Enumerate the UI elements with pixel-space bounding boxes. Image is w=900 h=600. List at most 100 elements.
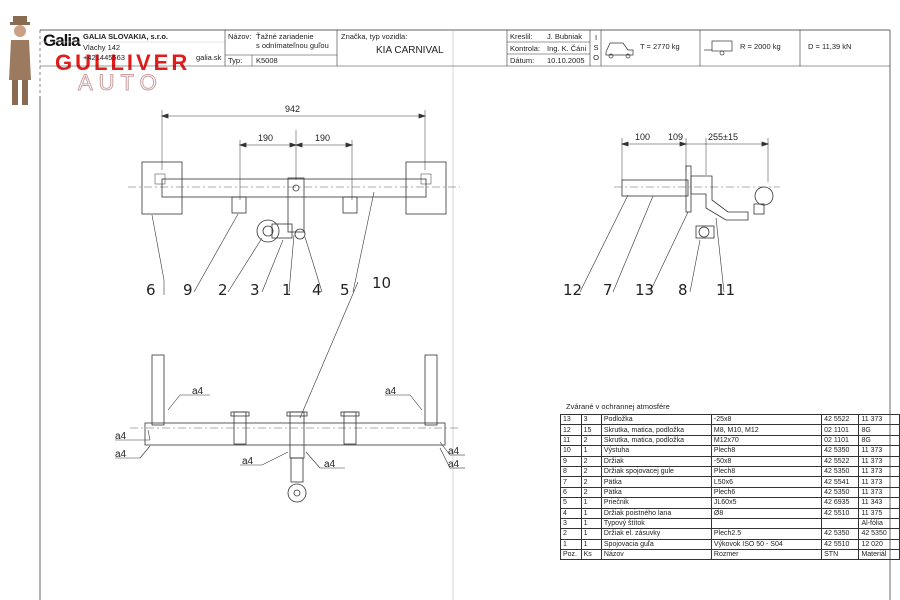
callout-3: 3 [250, 281, 260, 299]
bom-cell: Držiak spojovacej gule [600, 465, 712, 478]
callout-7: 7 [603, 281, 613, 299]
type-label: Typ: [228, 56, 243, 65]
bom-cell: 7 [560, 476, 582, 488]
bom-cell [821, 517, 860, 530]
company-web: galia.sk [196, 53, 222, 62]
gulliver-logo: GULLIVER [55, 50, 191, 75]
bom-cell: Skrutka, matica, podložka [600, 434, 712, 447]
bom-cell: 11 373 [858, 476, 900, 488]
bom-cell: Spojovacia guľa [600, 538, 712, 551]
check-value: Ing. K. Čáni [547, 44, 587, 53]
bom-cell: -25x8 [710, 413, 823, 426]
car-icon [605, 42, 634, 59]
bom-cell: JL60x5 [710, 497, 823, 509]
iso-label: I S O [593, 33, 599, 62]
bom-cell: 42 5541 [821, 476, 860, 488]
bom-cell: 6 [560, 486, 582, 499]
front-leaders [151, 191, 375, 295]
callout-9: 9 [183, 281, 193, 299]
drew-label: Kreslil: [510, 32, 533, 41]
bom-cell: 42 5350 [858, 528, 900, 540]
check-label: Kontrola: [510, 44, 541, 53]
bom-cell: 2 [580, 476, 602, 488]
bom-cell: 1 [580, 507, 602, 519]
side-leaders [579, 194, 725, 293]
bom-cell: Držiak [600, 455, 712, 467]
bom-cell: 42 6935 [821, 497, 860, 509]
bom-cell: 10 [560, 445, 582, 457]
bom-cell: Držiak poistného lana [600, 507, 712, 519]
company-name: GALIA SLOVAKIA, s.r.o. [83, 32, 169, 41]
callout-8: 8 [678, 281, 688, 299]
bom-cell: 1 [580, 445, 602, 457]
bom-cell: 2 [580, 434, 602, 447]
make-label: Značka, typ vozidla: [341, 32, 408, 41]
bom-cell: M8, M10, M12 [710, 424, 823, 436]
bom-cell: 1 [580, 497, 602, 509]
weld-a4-4: a4 [115, 449, 127, 460]
trailer-icon [704, 40, 733, 56]
bom-cell: 8G [858, 434, 900, 447]
bom-title: Zvárané v ochrannej atmosfére [566, 402, 670, 411]
bom-cell: Podložka [600, 413, 712, 426]
callout-13: 13 [635, 281, 654, 299]
side-view [614, 138, 780, 239]
bom-cell: 3 [580, 413, 602, 426]
bom-cell: Ks [580, 549, 602, 561]
callout-11: 11 [716, 281, 735, 299]
doorman-logo-icon [9, 16, 31, 105]
bom-cell: 2 [580, 455, 602, 467]
bom-cell: L50x6 [710, 476, 823, 488]
bom-cell: Al-fólia [858, 517, 900, 530]
bom-cell: 12 020 [858, 538, 900, 551]
bom-cell: 42 5522 [821, 413, 860, 426]
dim-190-right: 190 [315, 133, 330, 143]
bom-cell: Priečnik [600, 497, 712, 509]
drew-value: J. Bubniak [547, 32, 583, 41]
bom-cell [710, 517, 823, 530]
dim-109: 109 [668, 132, 683, 142]
bom-cell: 15 [580, 424, 602, 436]
bom-cell: Plech6 [710, 486, 823, 499]
bom-cell: Skrutka, matica, podložka [600, 424, 712, 436]
bom-cell: Typový štítok [600, 517, 712, 530]
bom-cell: 1 [580, 517, 602, 530]
bom-cell: 02 1101 [821, 424, 860, 436]
r-value: R = 2000 kg [740, 42, 781, 51]
type-value: K5008 [256, 56, 278, 65]
bom-cell: Materiál [858, 549, 900, 561]
bom-cell: 42 5350 [821, 486, 860, 499]
make-value: KIA CARNIVAL [376, 45, 444, 56]
callout-4: 4 [312, 281, 322, 299]
weld-a4-2: a4 [385, 386, 397, 397]
bom-cell: Plech2.5 [710, 528, 823, 540]
bom-cell: 9 [560, 455, 582, 467]
bom-cell: 11 343 [858, 497, 900, 509]
bom-cell: Držiak el. zásuvky [600, 528, 712, 540]
bom-cell: Poz. [560, 549, 582, 561]
bom-cell: 1 [560, 538, 582, 551]
bom-cell: 42 5510 [821, 507, 860, 519]
bom-cell: Rozmer [710, 549, 823, 561]
bom-cell: 11 373 [858, 455, 900, 467]
bom-cell: Názov [600, 549, 712, 561]
company-phone: +421445563 [83, 53, 125, 62]
bom-cell: 42 5350 [821, 445, 860, 457]
bom-cell: 11 373 [858, 486, 900, 499]
callout-5: 5 [340, 281, 350, 299]
dim-942: 942 [285, 104, 300, 114]
bom-cell: 13 [560, 413, 582, 426]
bom-cell: Pätka [600, 476, 712, 488]
bom-cell: 11 [560, 434, 582, 447]
date-value: 10.10.2005 [547, 56, 585, 65]
bom-cell: 11 375 [858, 507, 900, 519]
